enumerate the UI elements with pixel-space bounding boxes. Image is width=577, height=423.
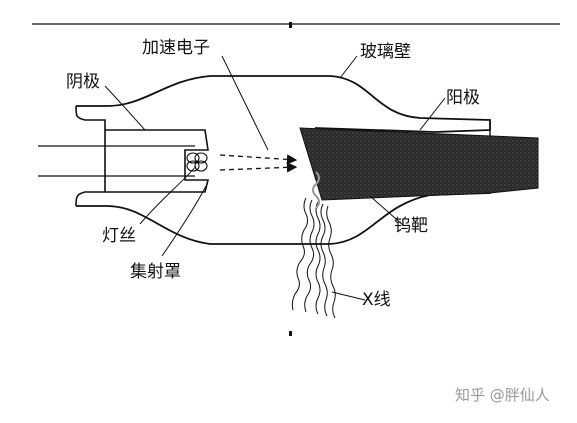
label-accelerated-electrons: 加速电子	[142, 38, 210, 58]
label-focusing-cup: 集射罩	[130, 262, 181, 282]
glass-envelope	[76, 75, 491, 245]
label-filament: 灯丝	[102, 226, 136, 246]
label-anode: 阳极	[446, 88, 480, 108]
label-xray: X线	[362, 290, 391, 310]
electron-beam	[219, 154, 298, 173]
filament-coil	[186, 152, 208, 172]
watermark: 知乎 @胖仙人	[455, 386, 550, 404]
anode-body	[299, 127, 539, 201]
bottom-center-marker	[289, 331, 292, 336]
label-glass-wall: 玻璃壁	[360, 42, 411, 62]
cathode-stem	[75, 105, 106, 207]
label-cathode: 阴极	[66, 72, 100, 92]
xray-origin-scribble	[312, 171, 320, 209]
leader-lines	[104, 55, 446, 301]
label-tungsten-target: 钨靶	[394, 216, 428, 236]
focusing-cup-shape	[105, 129, 210, 193]
xray-waves	[291, 197, 336, 319]
top-center-marker	[289, 22, 292, 28]
